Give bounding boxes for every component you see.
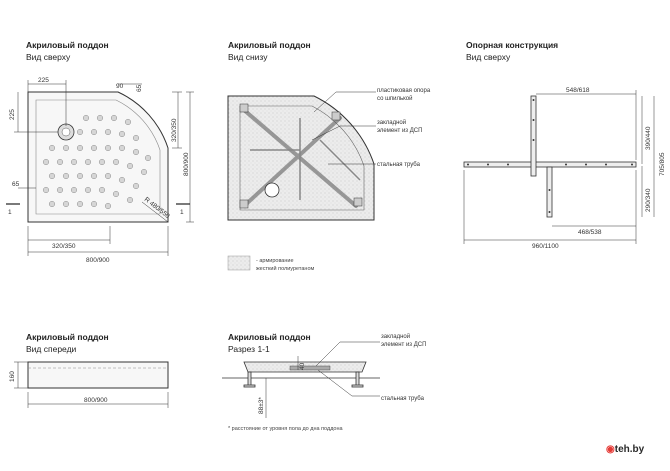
section-callout-lines bbox=[265, 341, 380, 418]
callout-with-stud: со шпилькой bbox=[377, 95, 413, 102]
section-label-right: 1 bbox=[180, 209, 184, 216]
support-beam-horizontal bbox=[463, 161, 637, 168]
brand-text: teh.by bbox=[614, 444, 645, 455]
section-dim-88: 88±3* bbox=[258, 397, 265, 414]
support-dim-right-lower: 290/340 bbox=[645, 188, 652, 212]
front-view-subtitle: Вид спереди bbox=[26, 344, 77, 354]
front-view-panel: Акриловый поддон Вид спереди 160 800/900 bbox=[9, 332, 169, 408]
brand-icon: ◉ bbox=[606, 444, 615, 455]
brand-logo: ◉teh.by bbox=[606, 444, 644, 455]
front-dim-width: 800/900 bbox=[84, 397, 108, 404]
callout-steel-pipe: стальная труба bbox=[377, 162, 421, 168]
tray-inner-outline bbox=[35, 99, 161, 215]
callout-insert: закладной bbox=[377, 119, 406, 126]
legend-line-2: жесткий полиуретаном bbox=[256, 265, 315, 272]
section-view-panel: Акриловый поддон Разрез 1-1 закладной эл… bbox=[222, 332, 426, 432]
support-beam-vertical bbox=[530, 95, 537, 177]
bottom-view-subtitle: Вид снизу bbox=[228, 52, 268, 62]
dim-800-900-vertical: 800/900 bbox=[183, 152, 190, 176]
dim-225-vertical: 225 bbox=[9, 109, 16, 120]
section-callout-insert: закладной bbox=[381, 333, 410, 340]
section-dim-40: 40 bbox=[299, 362, 306, 370]
bottom-view-title: Акриловый поддон bbox=[228, 40, 311, 50]
section-legs bbox=[243, 371, 364, 388]
support-dim-lines bbox=[463, 90, 655, 244]
front-tray-outline bbox=[27, 361, 169, 389]
top-view-panel: Акриловый поддон Вид сверху bbox=[6, 40, 194, 264]
support-dim-top: 548/618 bbox=[566, 87, 590, 94]
top-view-dim-lines bbox=[14, 80, 194, 256]
support-beam-lower bbox=[546, 166, 553, 218]
front-dim-height: 160 bbox=[9, 371, 16, 382]
callout-chipboard: элемент из ДСП bbox=[377, 128, 422, 134]
bottom-callout-lines bbox=[311, 91, 376, 165]
support-dim-right-upper: 390/440 bbox=[645, 126, 652, 150]
dim-90: 90 bbox=[116, 83, 124, 90]
anti-slip-dots bbox=[43, 114, 151, 209]
legend-swatch bbox=[227, 255, 251, 271]
dim-800-900-horizontal: 800/900 bbox=[86, 257, 110, 264]
section-view-title: Акриловый поддон bbox=[228, 332, 311, 342]
front-dim-lines bbox=[14, 361, 169, 408]
dim-320-350-horizontal: 320/350 bbox=[52, 243, 76, 250]
legend-line-1: - армирование bbox=[256, 258, 294, 264]
support-view-title: Опорная конструкция bbox=[466, 40, 558, 50]
bottom-drain-icon bbox=[264, 182, 280, 198]
dim-225-horizontal: 225 bbox=[38, 77, 49, 84]
support-view-subtitle: Вид сверху bbox=[466, 52, 511, 62]
top-view-title: Акриловый поддон bbox=[26, 40, 109, 50]
section-footnote: * расстояние от уровня пола до дна поддо… bbox=[228, 426, 344, 432]
section-label-left: 1 bbox=[8, 209, 12, 216]
support-bolt-holes bbox=[467, 99, 633, 213]
dim-65-left: 65 bbox=[12, 181, 20, 188]
top-view-subtitle: Вид сверху bbox=[26, 52, 71, 62]
front-view-title: Акриловый поддон bbox=[26, 332, 109, 342]
drain-inner-icon bbox=[61, 127, 71, 137]
section-callout-steel-pipe: стальная труба bbox=[381, 396, 425, 402]
callout-plastic-support: пластиковая опора bbox=[377, 88, 431, 94]
section-view-subtitle: Разрез 1-1 bbox=[228, 344, 270, 354]
dim-65-top: 65 bbox=[136, 84, 143, 92]
support-dim-bottom-inner: 468/538 bbox=[578, 229, 602, 236]
support-dim-right-total: 705/805 bbox=[659, 152, 666, 176]
dim-320-350-vertical: 320/350 bbox=[171, 118, 178, 142]
wood-inserts bbox=[250, 118, 361, 200]
bottom-tray-inner bbox=[239, 105, 365, 211]
support-view-panel: Опорная конструкция Вид сверху 548/618 3… bbox=[463, 40, 666, 250]
section-steel-pipe bbox=[289, 365, 331, 371]
support-dim-bottom-total: 960/1100 bbox=[532, 243, 559, 250]
support-feet bbox=[239, 103, 363, 209]
section-callout-chipboard: элемент из ДСП bbox=[381, 342, 426, 348]
bottom-view-panel: Акриловый поддон Вид снизу пластиковая о… bbox=[227, 40, 431, 272]
